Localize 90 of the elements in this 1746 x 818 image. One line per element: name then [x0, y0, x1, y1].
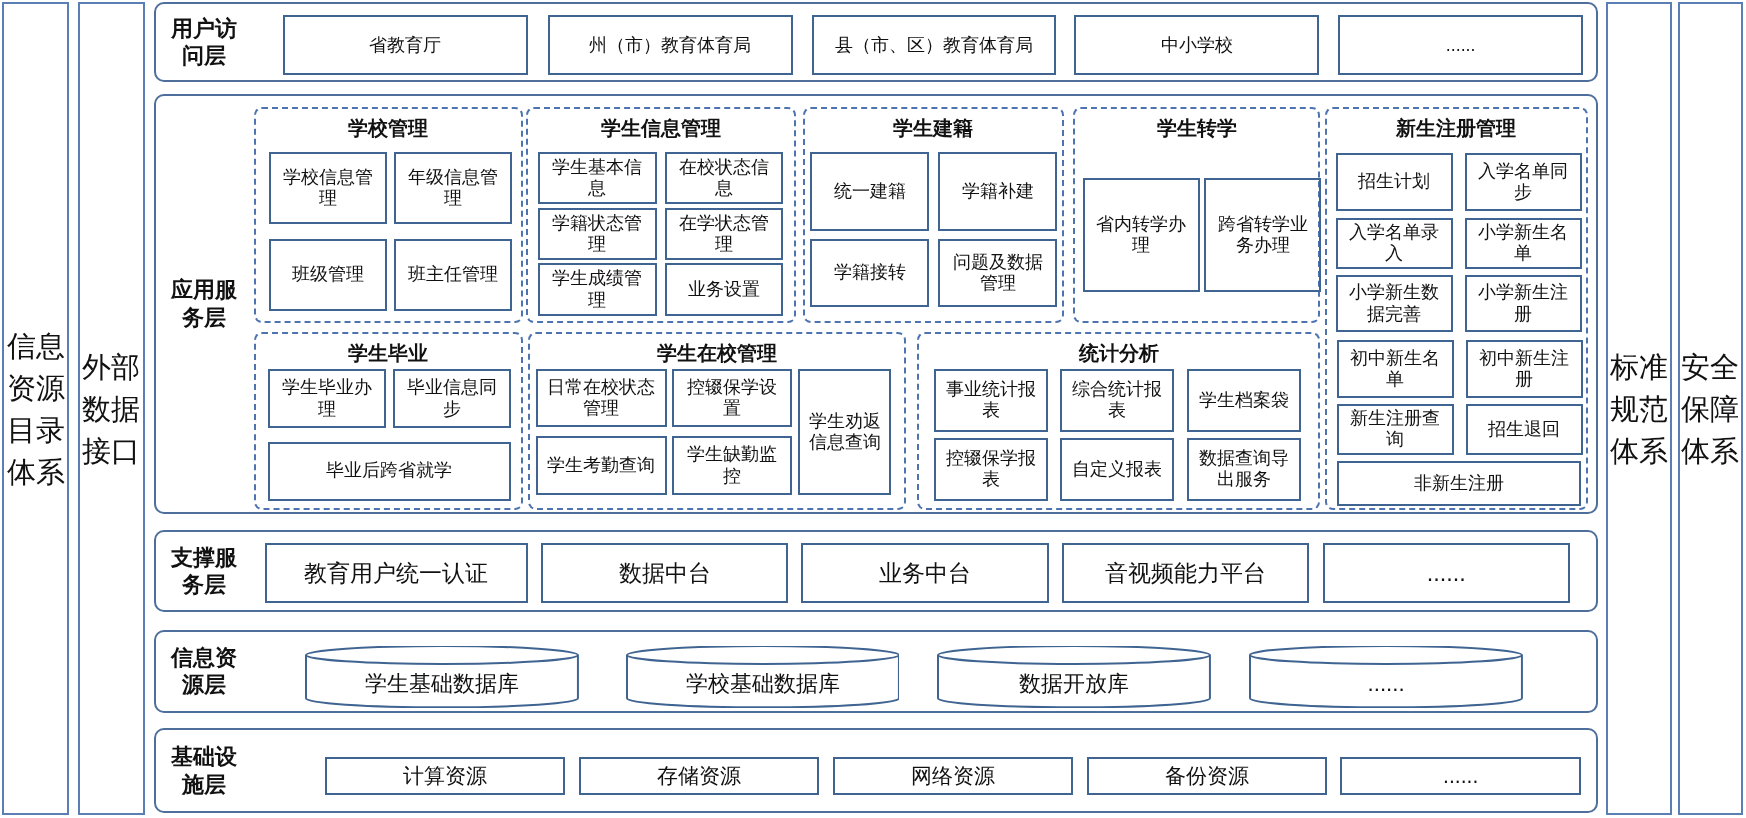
- layer-panel: [153, 2, 1598, 83]
- function-box: 学生成绩管理: [538, 263, 657, 316]
- group-panel: [1324, 106, 1588, 510]
- group-heading: 学生信息管理: [600, 116, 723, 142]
- layer-item-box: 计算资源: [324, 756, 566, 795]
- layer-heading: 用户访问层: [169, 14, 238, 71]
- function-box: 入学名单同步: [1464, 153, 1582, 212]
- function-box: 学籍状态管理: [538, 207, 657, 261]
- layer-item-box: 中小学校: [1074, 15, 1320, 76]
- layer-item-box: 州（市）教育体育局: [547, 15, 793, 76]
- layer-heading: 信息资源层: [169, 643, 238, 700]
- function-box: 年级信息管理: [393, 152, 512, 225]
- database-cylinder: ......: [1249, 645, 1524, 708]
- layer-item-box: ......: [1338, 15, 1584, 76]
- layer-item-box: 教育用户统一认证: [264, 543, 528, 604]
- side-bar: 标准规范体系: [1605, 2, 1673, 816]
- function-box: 综合统计报表: [1059, 369, 1175, 432]
- function-box: 小学新生名单: [1464, 217, 1582, 269]
- layer-heading: 支撑服务层: [169, 543, 238, 600]
- function-box: 业务设置: [665, 263, 784, 316]
- layer-item-box: 存储资源: [578, 756, 820, 795]
- function-box: 非新生注册: [1336, 460, 1581, 507]
- group-heading: 学生毕业: [347, 341, 430, 367]
- group-panel: [526, 106, 796, 323]
- function-box: 毕业信息同步: [392, 369, 511, 429]
- function-box: 统一建籍: [810, 152, 930, 232]
- function-box: 控辍保学设置: [672, 369, 793, 428]
- layer-item-box: 业务中台: [801, 543, 1049, 604]
- group-panel: [253, 106, 524, 323]
- function-box: 班级管理: [269, 238, 388, 312]
- group-heading: 学生建籍: [892, 116, 975, 142]
- function-box: 小学新生数据完善: [1335, 274, 1453, 333]
- function-box: 学生档案袋: [1186, 369, 1302, 432]
- function-box: 跨省转学业务办理: [1204, 177, 1322, 293]
- layer-panel: [153, 93, 1598, 515]
- layer-item-box: 数据中台: [540, 543, 789, 604]
- layer-panel: [153, 630, 1598, 713]
- function-box: 学生考勤查询: [536, 436, 667, 496]
- function-box: 学生基本信息: [538, 152, 657, 205]
- function-box: 学籍补建: [938, 152, 1058, 232]
- function-box: 班主任管理: [393, 238, 512, 312]
- group-panel: [527, 331, 907, 510]
- function-box: 在学状态管理: [665, 207, 784, 261]
- layer-panel: [153, 530, 1598, 613]
- function-box: 数据查询导出服务: [1186, 438, 1302, 501]
- layer-item-box: ......: [1322, 543, 1570, 604]
- function-box: 学籍接转: [810, 238, 930, 307]
- group-panel: [802, 106, 1065, 323]
- database-cylinder: 数据开放库: [937, 645, 1212, 708]
- layer-item-box: 备份资源: [1086, 756, 1328, 795]
- function-box: 控辍保学报表: [933, 438, 1049, 501]
- function-box: 日常在校状态管理: [536, 369, 667, 428]
- layer-item-box: ......: [1340, 756, 1581, 795]
- function-box: 在校状态信息: [665, 152, 784, 205]
- function-box: 新生注册查询: [1336, 403, 1454, 455]
- function-box: 省内转学办理: [1082, 177, 1200, 293]
- function-box: 事业统计报表: [933, 369, 1049, 432]
- group-heading: 统计分析: [1077, 341, 1160, 367]
- function-box: 初中新生名单: [1336, 340, 1454, 399]
- group-panel: [1073, 106, 1321, 323]
- side-bar: 安全保障体系: [1678, 2, 1743, 816]
- layer-item-box: 音视频能力平台: [1062, 543, 1310, 604]
- function-box: 学生缺勤监控: [672, 436, 793, 496]
- function-box: 毕业后跨省就学: [267, 441, 511, 501]
- side-bar: 信息资源目录体系: [2, 2, 69, 816]
- function-box: 学生毕业办理: [267, 369, 386, 429]
- group-heading: 新生注册管理: [1395, 116, 1518, 142]
- database-cylinder: 学校基础数据库: [625, 645, 900, 708]
- function-box: 学生劝返信息查询: [797, 369, 892, 496]
- group-heading: 学校管理: [347, 116, 430, 142]
- group-panel: [253, 331, 524, 510]
- layer-heading: 基础设施层: [169, 743, 238, 799]
- function-box: 自定义报表: [1059, 438, 1175, 501]
- function-box: 招生退回: [1466, 403, 1583, 455]
- database-cylinder: 学生基础数据库: [304, 645, 579, 708]
- layer-heading: 应用服务层: [169, 276, 238, 332]
- group-heading: 学生在校管理: [655, 341, 778, 367]
- layer-item-box: 省教育厅: [282, 15, 528, 76]
- side-bar: 外部数据接口: [77, 2, 145, 816]
- function-box: 学校信息管理: [269, 152, 388, 225]
- layer-item-box: 县（市、区）教育体育局: [811, 15, 1057, 76]
- function-box: 招生计划: [1335, 153, 1453, 212]
- function-box: 问题及数据管理: [938, 238, 1058, 307]
- layer-item-box: 网络资源: [832, 756, 1074, 795]
- function-box: 小学新生注册: [1464, 274, 1582, 333]
- function-box: 初中新生注册: [1466, 340, 1583, 399]
- group-heading: 学生转学: [1155, 116, 1238, 142]
- layer-panel: [153, 728, 1598, 813]
- function-box: 入学名单录入: [1335, 217, 1453, 269]
- group-panel: [917, 331, 1321, 510]
